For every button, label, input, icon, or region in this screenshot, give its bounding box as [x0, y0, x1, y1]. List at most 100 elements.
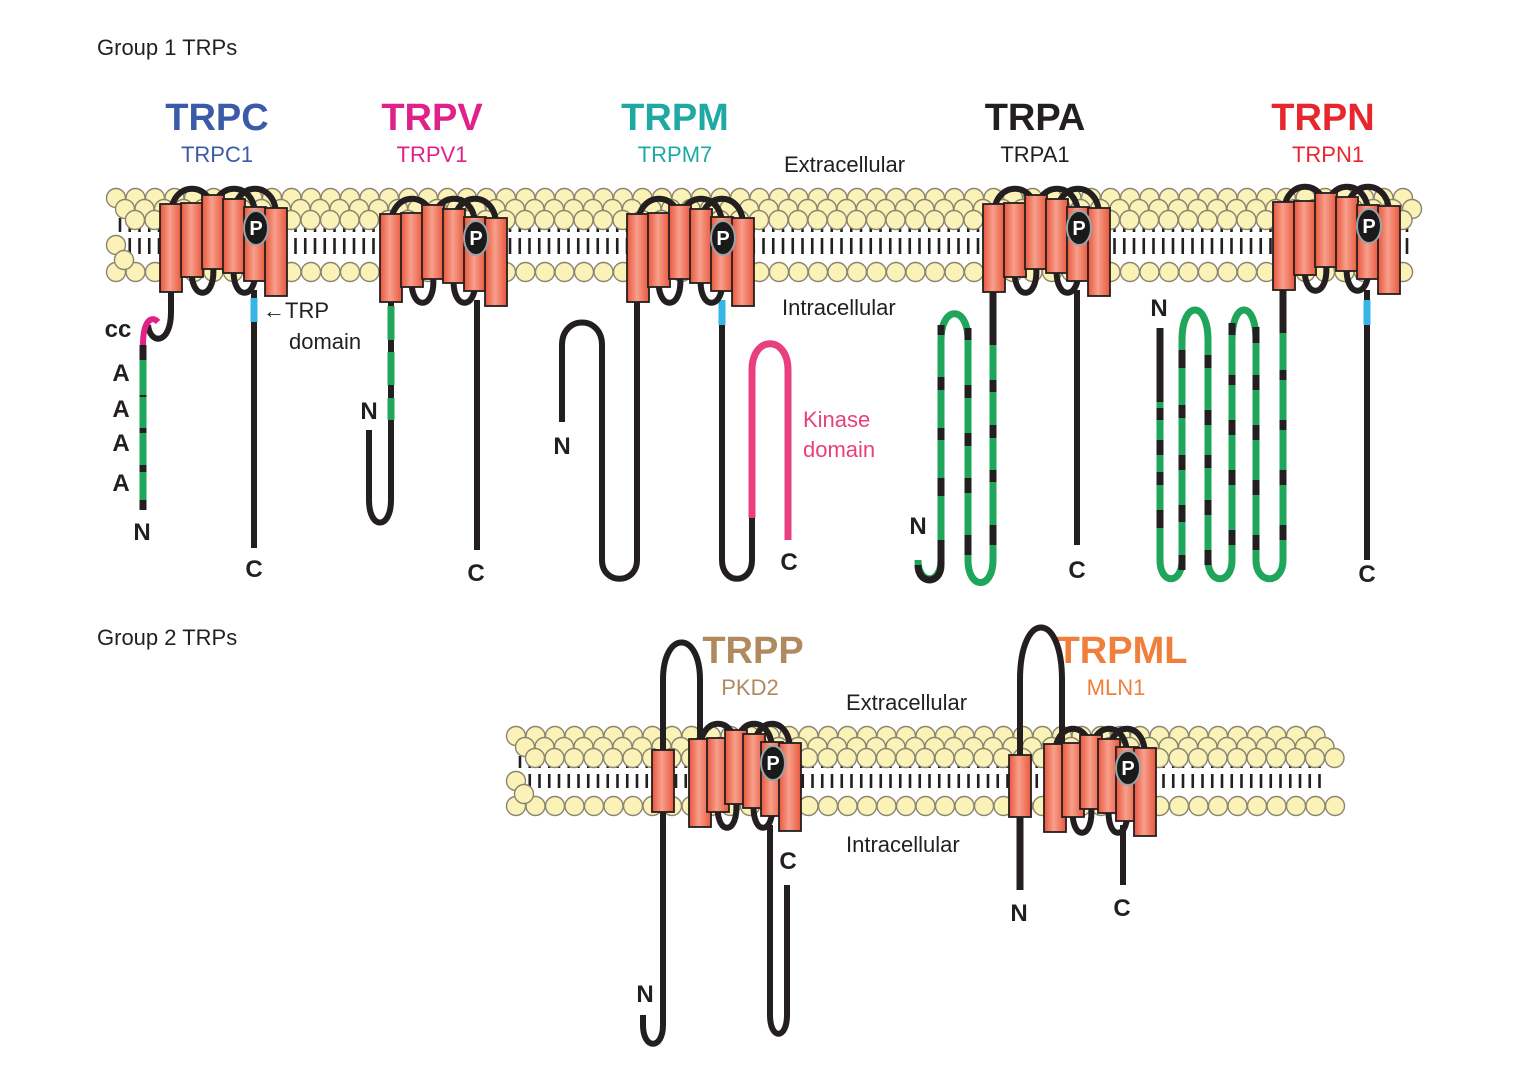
lipid-head	[973, 795, 995, 817]
trpv-channel: P	[379, 195, 508, 307]
transmembrane-helix	[159, 203, 183, 293]
lipid-head	[807, 209, 828, 231]
trpa-n-terminus-end	[914, 540, 945, 584]
lipid-head	[1139, 261, 1160, 283]
lipid-head	[1158, 209, 1179, 231]
lipid-head	[934, 747, 955, 769]
member-label-trpn1: TRPN1	[1292, 142, 1364, 167]
lipid-head	[513, 783, 535, 805]
pore-loop-icon	[1066, 210, 1092, 246]
lipid-head	[564, 795, 585, 817]
lipid-head	[837, 795, 858, 817]
lipid-head	[544, 747, 565, 769]
lipid-head	[1236, 261, 1258, 283]
membrane-group-1	[105, 187, 1423, 283]
ankyrin-repeat-label-3: A	[112, 430, 129, 457]
pore-label: P	[766, 753, 779, 775]
extracellular-label-group-1: Extracellular	[784, 152, 905, 177]
family-title-trpc: TRPC	[165, 97, 268, 139]
trpa-channel: P	[982, 185, 1111, 297]
transmembrane-helix	[180, 202, 204, 278]
lipid-head	[358, 209, 380, 231]
pore-loop-icon	[463, 220, 489, 256]
lipid-head	[573, 209, 594, 231]
transmembrane-helix	[668, 204, 692, 280]
lipid-head	[514, 209, 536, 231]
lipid-head	[963, 209, 984, 231]
family-title-trpv: TRPV	[381, 97, 483, 139]
lipid-head	[515, 261, 536, 283]
lipid-head	[524, 747, 546, 769]
transmembrane-helix	[1024, 194, 1048, 270]
lipid-head	[113, 249, 135, 271]
ankyrin-repeat-label-1: A	[112, 360, 129, 387]
trpv-n-terminus-label: N	[360, 398, 377, 425]
lipid-head	[563, 747, 585, 769]
lipid-head	[1285, 747, 1306, 769]
lipid-head	[865, 209, 887, 231]
lipid-head	[583, 795, 605, 817]
transmembrane-helix	[264, 207, 288, 297]
trpn-c-terminus-label: C	[1358, 561, 1375, 588]
trpml-channel: P	[1043, 725, 1157, 837]
lipid-head	[1187, 747, 1209, 769]
lipid-head	[1168, 747, 1189, 769]
trpml-extracellular-loop	[1017, 624, 1065, 760]
trpm-n-tail	[559, 300, 640, 582]
trpa-c-terminus-label: C	[1068, 557, 1085, 584]
trpp-channel: P	[688, 720, 802, 832]
protein-chains	[139, 285, 1371, 1047]
transmembrane-helix	[689, 208, 713, 284]
transmembrane-helix	[647, 212, 671, 288]
lipid-head	[973, 747, 994, 769]
trpml-n-terminus-label: N	[1010, 900, 1027, 927]
lipid-head	[1266, 795, 1287, 817]
lipid-head	[846, 209, 867, 231]
lipid-head	[827, 261, 848, 283]
family-title-trpp: TRPP	[702, 630, 803, 672]
trpp-n-terminus-label: N	[636, 981, 653, 1008]
lipid-head	[836, 747, 858, 769]
kinase-domain-label-line2: domain	[803, 437, 875, 462]
lipid-head	[319, 209, 341, 231]
lipid-head	[953, 747, 975, 769]
lipid-head	[573, 261, 595, 283]
pore-label: P	[249, 218, 262, 240]
transmembrane-helix	[1003, 202, 1027, 278]
family-trpml: TRPML MLN1	[1057, 630, 1188, 700]
pore-loop-icon	[1356, 208, 1382, 244]
trpn-channel: P	[1272, 183, 1401, 295]
trpc-channel: P	[159, 185, 288, 297]
pore-label: P	[716, 228, 729, 250]
lipid-head	[1217, 261, 1238, 283]
lipid-head	[905, 261, 926, 283]
lipid-head	[963, 261, 985, 283]
lipid-head	[583, 747, 604, 769]
trpp-extracellular-loop	[660, 639, 703, 755]
lipid-head	[875, 747, 897, 769]
trpc-coiled-coil	[140, 316, 161, 346]
lipid-head	[603, 795, 624, 817]
ankyrin-repeat-label-4: A	[112, 470, 129, 497]
transmembrane-helix	[1045, 198, 1069, 274]
lipid-head	[1236, 209, 1257, 231]
lipid-head	[1177, 209, 1199, 231]
member-label-pkd2: PKD2	[721, 675, 778, 700]
lipid-head	[934, 795, 956, 817]
trpv-c-terminus-label: C	[467, 560, 484, 587]
lipid-head	[602, 747, 624, 769]
member-label-mln1: MLN1	[1087, 675, 1146, 700]
transmembrane-helix	[731, 217, 755, 307]
transmembrane-helix	[1087, 207, 1111, 297]
member-label-trpm7: TRPM7	[638, 142, 713, 167]
transmembrane-helix	[442, 208, 466, 284]
lipid-head	[1216, 209, 1238, 231]
lipid-head	[788, 261, 809, 283]
membrane-group-2	[505, 725, 1346, 817]
lipid-head	[817, 795, 839, 817]
trpa-n-terminus-label: N	[909, 513, 926, 540]
lipid-head	[1246, 795, 1268, 817]
lipid-head	[320, 261, 341, 283]
trpn-ankyrin-repeats	[1156, 290, 1287, 583]
